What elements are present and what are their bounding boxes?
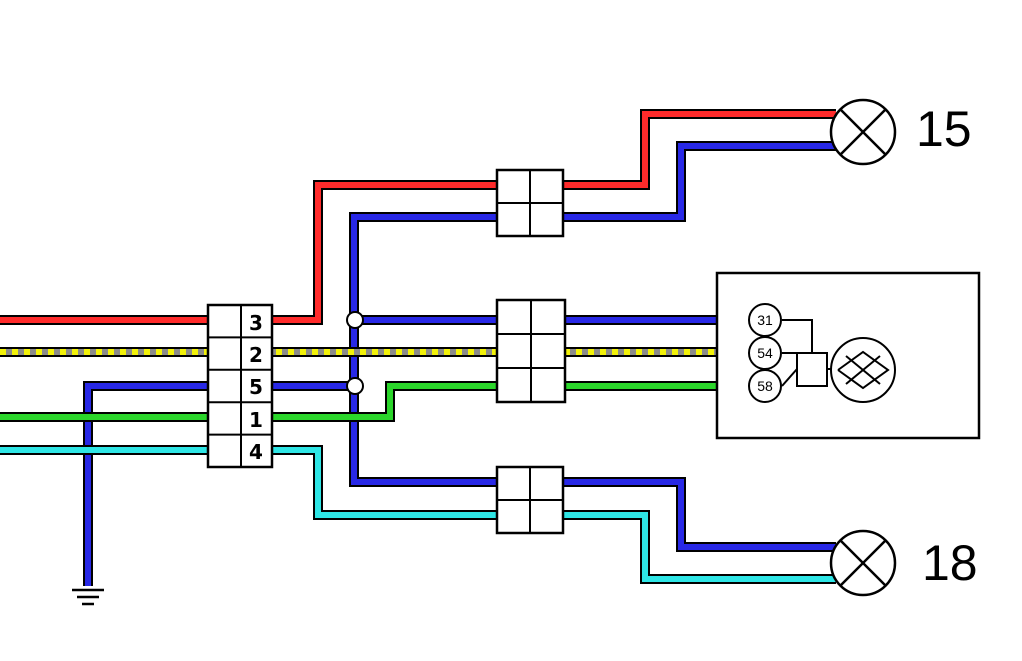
wire-green (0, 381, 748, 422)
connector-pin-label: 4 (249, 440, 263, 464)
lamp-18-icon (829, 529, 897, 597)
inline-connector-bottom (495, 465, 565, 535)
module-terminal-label: 54 (757, 345, 773, 361)
junction-dot-lower (346, 377, 364, 395)
module-relay-box (796, 352, 828, 387)
wire-blue-lower (349, 386, 836, 552)
module-terminal-label: 58 (757, 378, 773, 394)
lamp-18-label: 18 (922, 535, 978, 591)
module-terminal-label: 31 (757, 312, 773, 328)
main-connector: 3 2 5 1 4 (206, 303, 274, 469)
connector-pin-label: 1 (249, 408, 263, 432)
connector-pin-label: 5 (249, 375, 263, 399)
connector-pin-label: 2 (249, 343, 263, 367)
wires (0, 109, 836, 586)
wire-cyan (0, 445, 836, 584)
ground-icon (72, 588, 104, 606)
inline-connector-middle (495, 298, 567, 404)
module-lamp-icon (830, 337, 896, 403)
wire-blue-upper (349, 141, 836, 320)
lamp-15-label: 15 (916, 101, 972, 157)
lamp-module: 31 54 58 (715, 271, 981, 440)
connector-pin-label: 3 (249, 311, 263, 335)
junction-dot-upper (346, 311, 364, 329)
inline-connector-top (495, 168, 565, 238)
lamp-15-icon (829, 98, 897, 166)
